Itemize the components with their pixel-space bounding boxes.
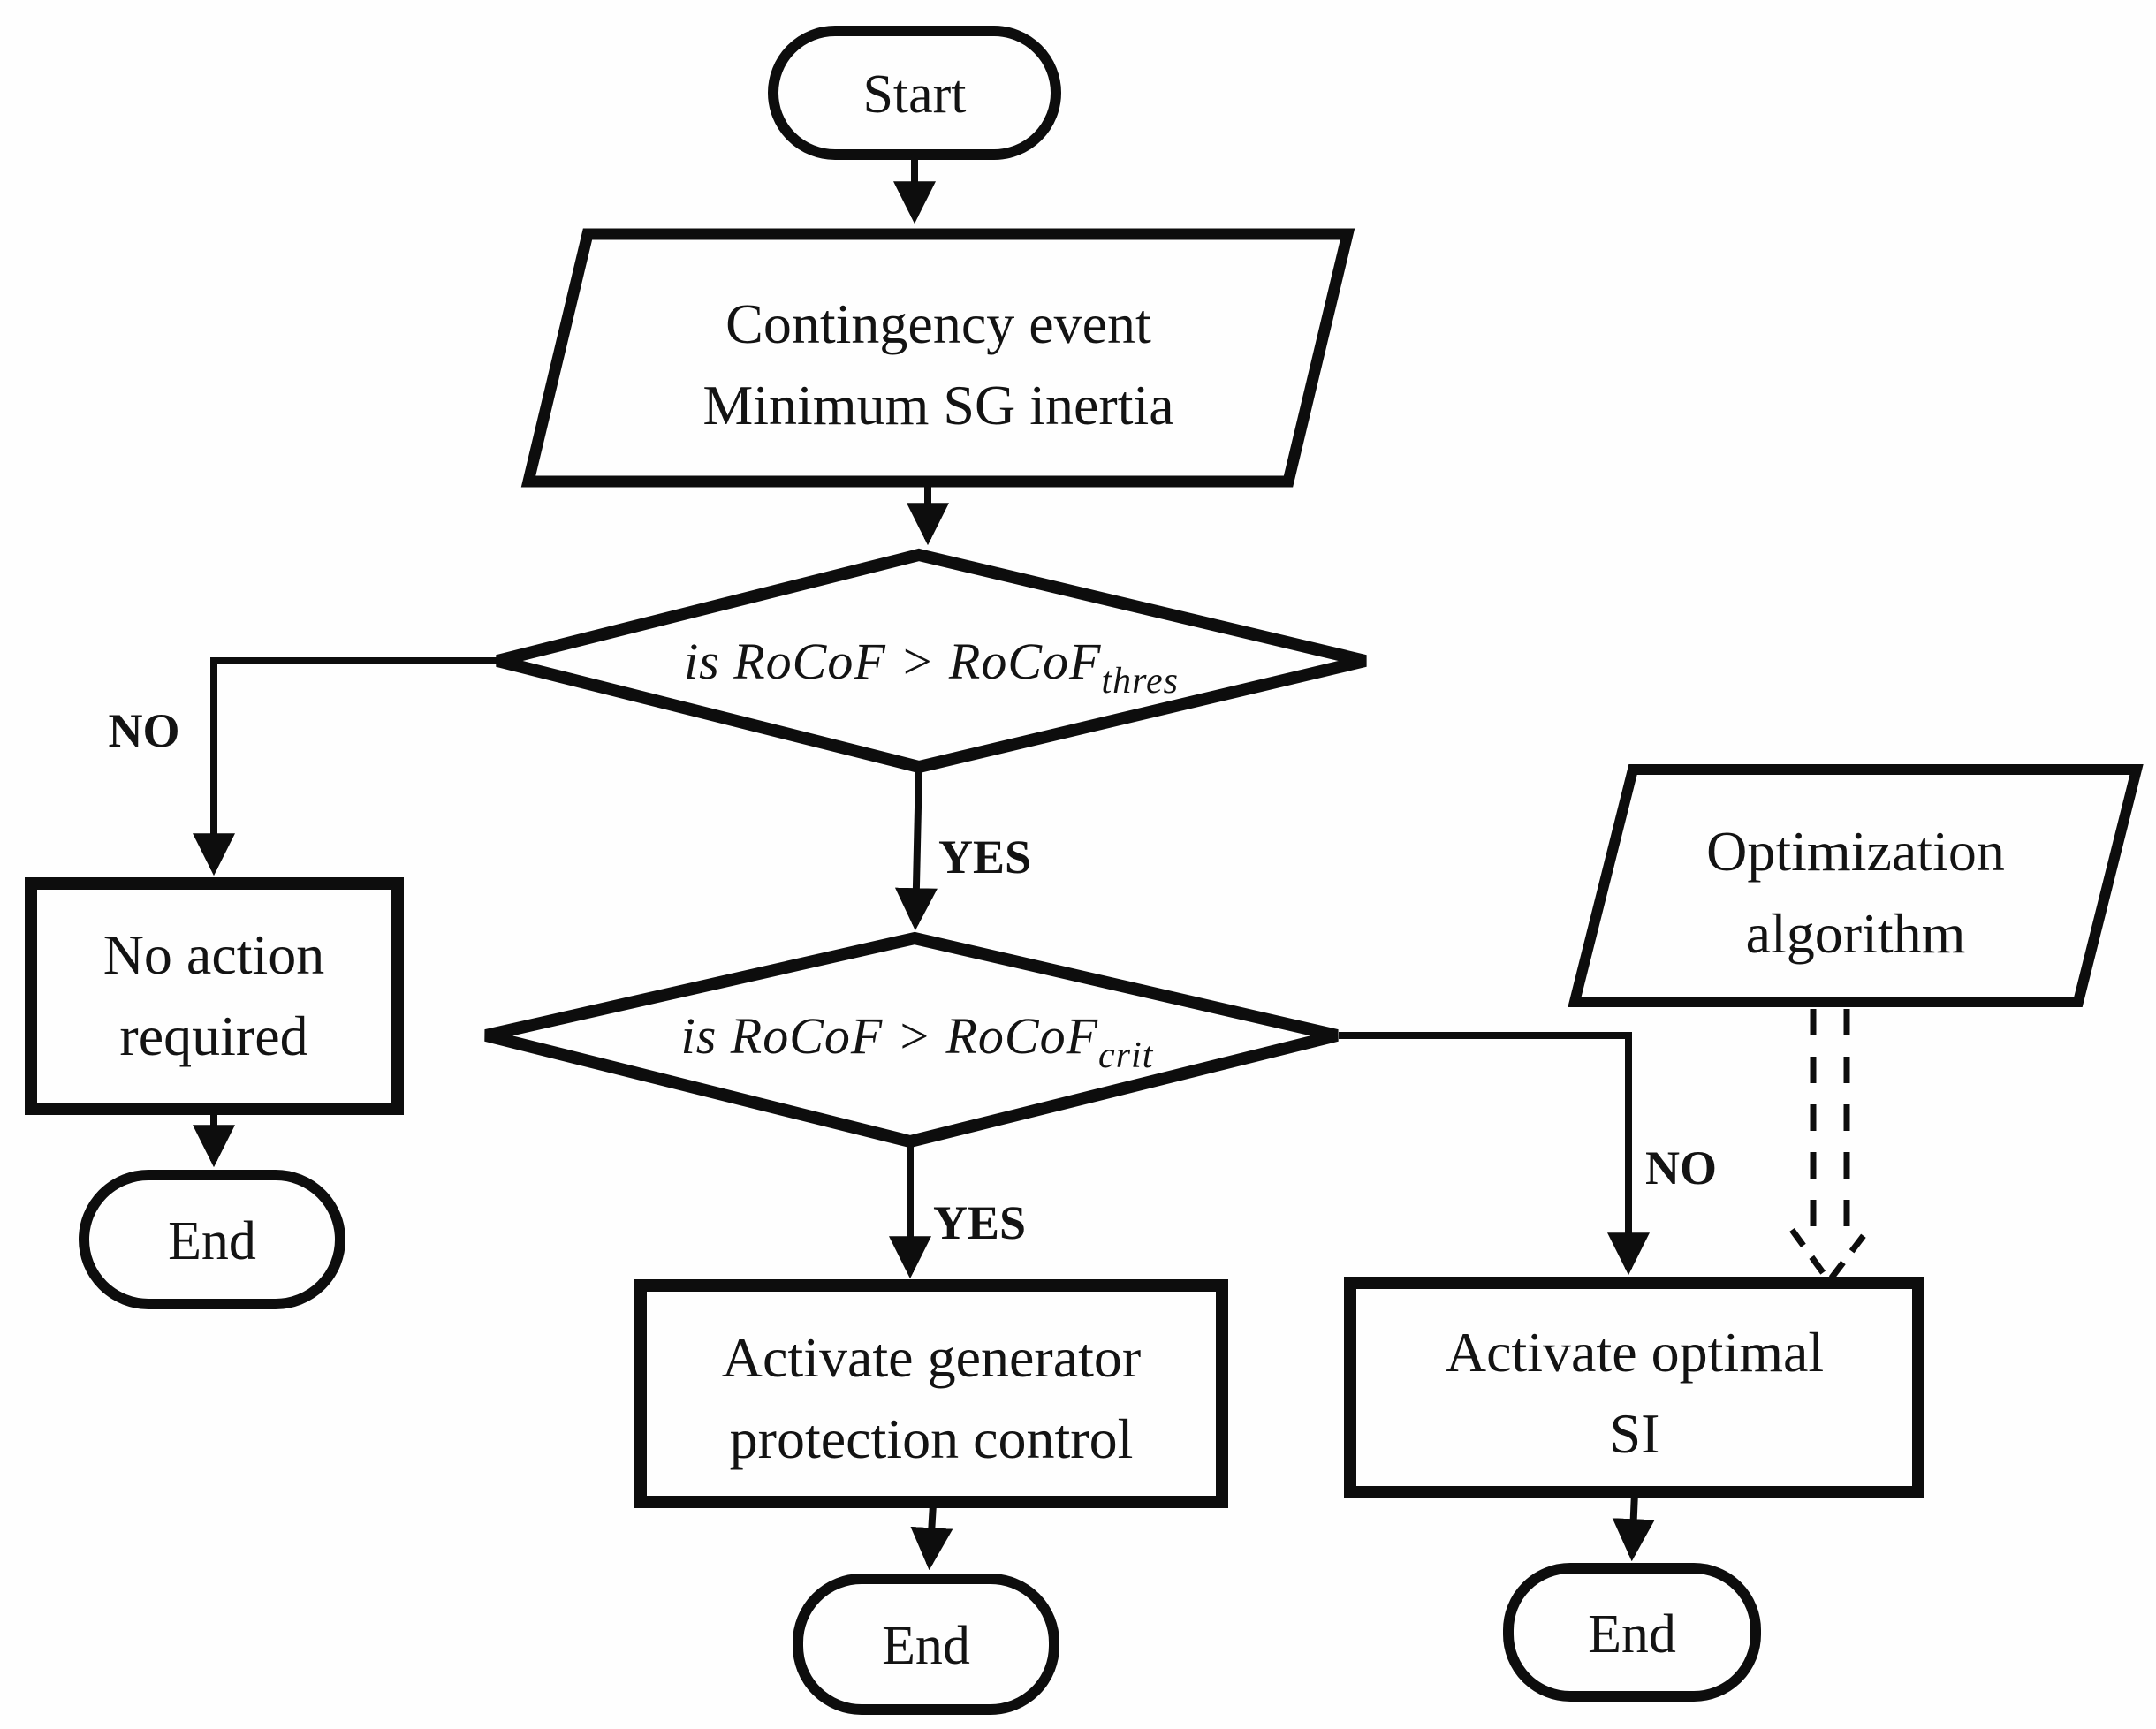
edge-label-no-left: NO	[109, 704, 180, 757]
end-center-label: End	[882, 1616, 970, 1676]
start-node: Start	[768, 26, 1061, 160]
edge-label-no-right: NO	[1645, 1141, 1717, 1194]
edge-decision-thres-no-branch	[193, 657, 497, 876]
no-action-shape	[25, 877, 404, 1115]
gen-protection-shape	[634, 1279, 1228, 1508]
end-center-node: End	[793, 1574, 1059, 1715]
decision-thres-label: is RoCoF > RoCoFthres	[684, 633, 1179, 701]
decision-rocof-crit-node: is RoCoF > RoCoFcrit	[484, 931, 1339, 1149]
decision-rocof-thres-node: is RoCoF > RoCoFthres	[496, 548, 1367, 774]
contingency-line2: Minimum SG inertia	[702, 374, 1173, 436]
contingency-shape	[520, 228, 1355, 488]
decision-thres-shape	[496, 548, 1367, 774]
end-center-shape	[793, 1574, 1059, 1715]
end-right-node: End	[1503, 1563, 1761, 1702]
optimization-line2: algorithm	[1746, 902, 1966, 965]
gen-protection-line2: protection control	[730, 1407, 1134, 1470]
decision-crit-shape	[484, 931, 1339, 1149]
start-shape	[768, 26, 1061, 160]
no-action-line1: No action	[103, 923, 325, 986]
dashed-arrowhead-icon	[1789, 1227, 1871, 1286]
optimal-si-line2: SI	[1610, 1402, 1660, 1465]
end-left-shape	[79, 1170, 345, 1309]
end-right-label: End	[1588, 1604, 1676, 1665]
optimal-si-line1: Activate optimal	[1446, 1321, 1824, 1384]
optimization-node: Optimization algorithm	[1568, 764, 2144, 1007]
decision-crit-label: is RoCoF > RoCoFcrit	[681, 1007, 1154, 1076]
edge-optimization-to-optimal-si-dashed	[1789, 1009, 1871, 1286]
contingency-input-node: Contingency event Minimum SG inertia	[520, 228, 1355, 488]
no-action-node: No action required	[25, 877, 404, 1115]
gen-protection-node: Activate generator protection control	[634, 1279, 1228, 1508]
optimal-si-node: Activate optimal SI	[1344, 1277, 1924, 1498]
edge-decision-crit-no-branch	[1339, 1032, 1650, 1276]
no-action-line2: required	[119, 1005, 307, 1067]
end-right-shape	[1503, 1563, 1761, 1702]
end-left-node: End	[79, 1170, 345, 1309]
edge-decision-thres-yes-branch	[894, 768, 938, 931]
optimal-si-shape	[1344, 1277, 1924, 1498]
end-left-label: End	[168, 1211, 256, 1271]
gen-protection-line1: Activate generator	[722, 1326, 1141, 1389]
optimization-shape	[1568, 764, 2144, 1007]
contingency-line1: Contingency event	[725, 292, 1151, 355]
optimization-line1: Optimization	[1706, 820, 2005, 883]
edge-label-yes-middle: YES	[938, 830, 1031, 883]
edge-gen-protection-to-end-center	[910, 1503, 953, 1571]
start-label: Start	[862, 64, 966, 125]
edge-label-yes-bottom: YES	[933, 1196, 1026, 1249]
edge-optimal-si-to-end-right	[1612, 1491, 1655, 1562]
